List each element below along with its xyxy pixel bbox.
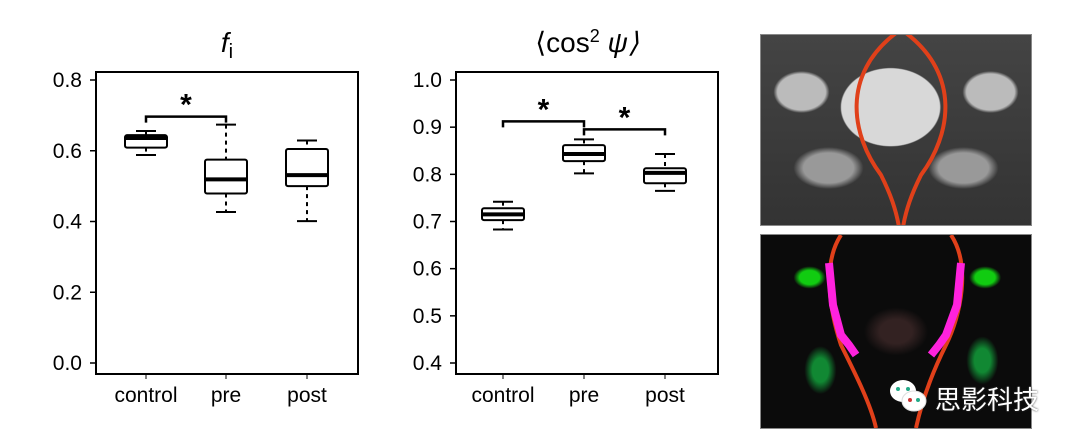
significance-star: * <box>538 93 550 126</box>
chart-title: fi <box>221 27 233 63</box>
brain-grayscale-image <box>760 34 1032 226</box>
box-plots: fi 0.0 0.2 0.4 0.6 0.8 control pre post * ⟨cos2 ψ⟩… <box>53 26 719 407</box>
y-tick-label: 0.6 <box>53 140 82 163</box>
y-tick-label: 0.8 <box>413 163 442 186</box>
x-tick-label: control <box>471 384 534 407</box>
significance-star: * <box>619 101 631 134</box>
plot-frame <box>95 71 359 375</box>
x-tick-label: post <box>287 384 327 407</box>
significance-bracket <box>582 128 667 136</box>
y-tick-label: 0.2 <box>53 281 82 304</box>
x-tick-label: post <box>645 384 685 407</box>
tract-left <box>854 35 901 225</box>
chart-title: ⟨cos2 ψ⟩ <box>535 26 639 58</box>
box-iqr <box>643 167 687 185</box>
significance-star: * <box>180 89 192 122</box>
significance-bracket <box>144 115 228 123</box>
box-iqr <box>285 147 329 188</box>
x-tick-label: pre <box>211 384 241 407</box>
tract-right <box>901 35 948 225</box>
y-tick-label: 0.9 <box>413 116 442 139</box>
y-tick-label: 0.8 <box>53 69 82 92</box>
y-tick-label: 0.7 <box>413 211 442 234</box>
y-tick-label: 0.5 <box>413 305 442 328</box>
x-tick-label: control <box>114 384 177 407</box>
y-tick-label: 0.4 <box>413 352 443 375</box>
y-tick-label: 1.0 <box>413 69 442 92</box>
x-tick-label: pre <box>569 384 599 407</box>
watermark-text: 思影科技 <box>935 386 1040 416</box>
y-tick-label: 0.0 <box>53 352 82 375</box>
y-tick-label: 0.6 <box>413 258 442 281</box>
plot-frame <box>455 71 719 375</box>
significance-bracket <box>501 120 586 128</box>
wechat-icon <box>890 380 927 412</box>
y-tick-label: 0.4 <box>53 211 83 234</box>
box-iqr <box>204 158 248 195</box>
